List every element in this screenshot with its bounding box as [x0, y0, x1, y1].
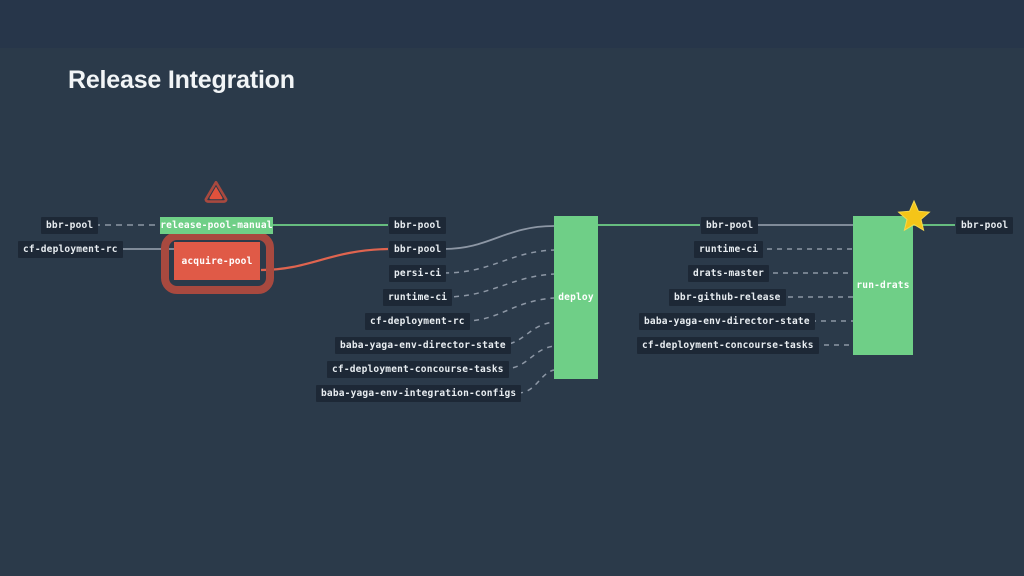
- star-icon[interactable]: [896, 198, 932, 234]
- job-label: release-pool-manual: [160, 220, 273, 231]
- edge-bbrpool-to-deploy: [443, 225, 555, 250]
- job-run-drats[interactable]: run-drats: [853, 216, 913, 355]
- resource-baba-yaga-env-director-state-deploy[interactable]: baba-yaga-env-director-state: [335, 337, 511, 354]
- resource-label: persi-ci: [394, 268, 442, 279]
- resource-cf-deployment-rc-left[interactable]: cf-deployment-rc: [18, 241, 123, 258]
- pause-triangle-icon[interactable]: [203, 179, 229, 203]
- resource-label: cf-deployment-rc: [370, 316, 465, 327]
- resource-label: bbr-pool: [706, 220, 754, 231]
- edge-cfdeploymentrc-to-deploy: [463, 297, 555, 322]
- resource-label: baba-yaga-env-director-state: [340, 340, 506, 351]
- resource-label: runtime-ci: [699, 244, 759, 255]
- resource-label: cf-deployment-rc: [23, 244, 118, 255]
- edge-cfdeploymentconcoursetasks-to-deploy: [502, 345, 555, 370]
- job-label: deploy: [558, 292, 594, 303]
- resource-bbr-pool-deploy-1[interactable]: bbr-pool: [389, 217, 447, 234]
- resource-label: drats-master: [693, 268, 765, 279]
- resource-label: bbr-pool: [394, 244, 442, 255]
- resource-bbr-github-release[interactable]: bbr-github-release: [669, 289, 786, 306]
- resource-label: runtime-ci: [388, 292, 448, 303]
- resource-bbr-pool-output[interactable]: bbr-pool: [956, 217, 1014, 234]
- job-label: acquire-pool: [181, 255, 253, 267]
- resource-label: baba-yaga-env-director-state: [644, 316, 810, 327]
- page-title: Release Integration: [68, 66, 295, 94]
- resource-drats-master[interactable]: drats-master: [688, 265, 770, 282]
- edge-runtimeci-to-deploy: [443, 273, 555, 298]
- resource-label: bbr-github-release: [674, 292, 781, 303]
- edge-babayagadirectorstate-to-deploy: [499, 321, 555, 346]
- resource-label: bbr-pool: [394, 220, 442, 231]
- resource-persi-ci[interactable]: persi-ci: [389, 265, 447, 282]
- resource-baba-yaga-env-integration-configs[interactable]: baba-yaga-env-integration-configs: [316, 385, 522, 402]
- job-acquire-pool[interactable]: acquire-pool: [174, 242, 260, 280]
- resource-label: cf-deployment-concourse-tasks: [332, 364, 504, 375]
- resource-cf-deployment-rc-deploy[interactable]: cf-deployment-rc: [365, 313, 470, 330]
- edge-babayagaintegrationconfigs-to-deploy: [517, 369, 555, 394]
- job-label: run-drats: [856, 280, 910, 291]
- edge-acquirepool-to-bbrpool: [260, 247, 389, 272]
- job-deploy[interactable]: deploy: [554, 216, 598, 379]
- resource-bbr-pool-rundrats[interactable]: bbr-pool: [701, 217, 759, 234]
- resource-bbr-pool-deploy-2[interactable]: bbr-pool: [389, 241, 447, 258]
- acquire-pool-group[interactable]: [161, 232, 274, 294]
- resource-runtime-ci-deploy[interactable]: runtime-ci: [383, 289, 453, 306]
- top-bar: [0, 0, 1024, 48]
- resource-cf-deployment-concourse-tasks-rundrats[interactable]: cf-deployment-concourse-tasks: [637, 337, 819, 354]
- resource-label: bbr-pool: [961, 220, 1009, 231]
- resource-bbr-pool-left[interactable]: bbr-pool: [41, 217, 99, 234]
- resource-runtime-ci-rundrats[interactable]: runtime-ci: [694, 241, 764, 258]
- edge-persici-to-deploy: [443, 249, 555, 274]
- resource-label: baba-yaga-env-integration-configs: [321, 388, 517, 399]
- job-release-pool-manual[interactable]: release-pool-manual: [160, 217, 273, 234]
- resource-label: bbr-pool: [46, 220, 94, 231]
- resource-label: cf-deployment-concourse-tasks: [642, 340, 814, 351]
- resource-cf-deployment-concourse-tasks-deploy[interactable]: cf-deployment-concourse-tasks: [327, 361, 509, 378]
- resource-baba-yaga-env-director-state-rundrats[interactable]: baba-yaga-env-director-state: [639, 313, 815, 330]
